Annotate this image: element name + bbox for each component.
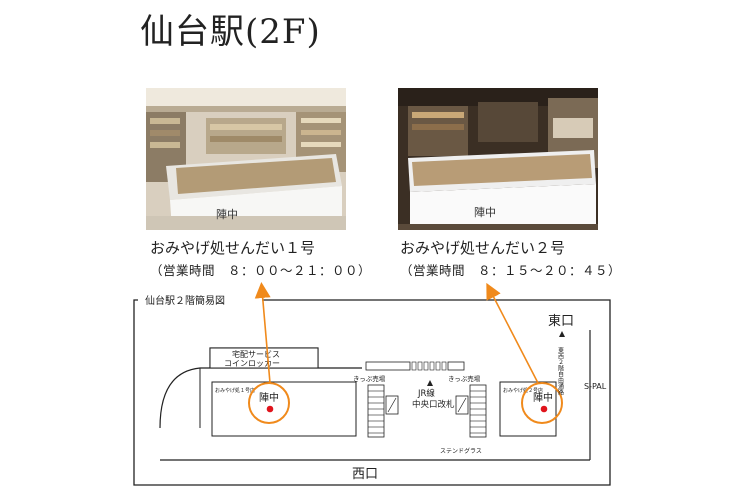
gate-row	[411, 361, 447, 371]
ticket-office-left-label: きっぷ売場	[353, 374, 386, 383]
coin-locker-label: コインロッカー	[224, 359, 280, 368]
map-frame	[133, 299, 611, 486]
escalator-right	[455, 395, 469, 415]
locker-box	[209, 347, 319, 369]
map-title: 仙台駅２階簡易図	[145, 294, 225, 307]
west-exit-label: 西口	[352, 467, 378, 482]
shop2-hours: （営業時間 ８：１５〜２０：４５）	[400, 263, 622, 278]
shop1-pointer-arrow	[254, 282, 271, 384]
delivery-service-label: 宅配サービス	[232, 349, 280, 359]
escalator-left	[385, 395, 399, 415]
shop2-dot	[540, 405, 548, 413]
shop2-name: おみやげ処せんだい２号	[400, 239, 566, 257]
shop2-highlight	[521, 382, 563, 424]
shop1-highlight	[248, 382, 290, 424]
shop1-marker-label: 陣中	[259, 391, 279, 404]
gate-arrow-icon	[427, 380, 433, 386]
shop1-name: おみやげ処せんだい１号	[150, 239, 316, 257]
ticket-office-right-label: きっぷ売場	[448, 374, 481, 383]
stairs-left	[367, 384, 385, 438]
shop1-area-label: おみやげ処１号店	[215, 387, 255, 394]
shop1-hours: （営業時間 ８：００〜２１：００）	[150, 263, 372, 278]
east-passage-label: 東西２階自由通路	[557, 346, 564, 396]
stained-glass-label: ステンドグラス	[440, 447, 482, 455]
spal-label: S-PAL	[584, 382, 607, 391]
central-gate-label: 中央口改札	[412, 399, 455, 410]
shop1-dot	[266, 405, 274, 413]
shop2-marker-label: 陣中	[533, 391, 553, 404]
shop2-photo: 陣中	[398, 88, 598, 230]
east-exit-label: 東口	[548, 313, 574, 329]
shop1-photo-sign: 陣中	[216, 208, 238, 221]
shop2-area-label: おみやげ処２号店	[503, 387, 543, 394]
shop2-photo-sign: 陣中	[474, 206, 496, 219]
page-title: 仙台駅(2F)	[140, 12, 321, 52]
shop1-photo: 陣中	[146, 88, 346, 230]
shop2-pointer-arrow	[486, 282, 539, 384]
stairs-right	[469, 384, 487, 438]
gate-strip-left	[365, 361, 411, 371]
east-arrow-icon	[559, 331, 565, 337]
jr-line-label: JR線	[417, 388, 435, 399]
